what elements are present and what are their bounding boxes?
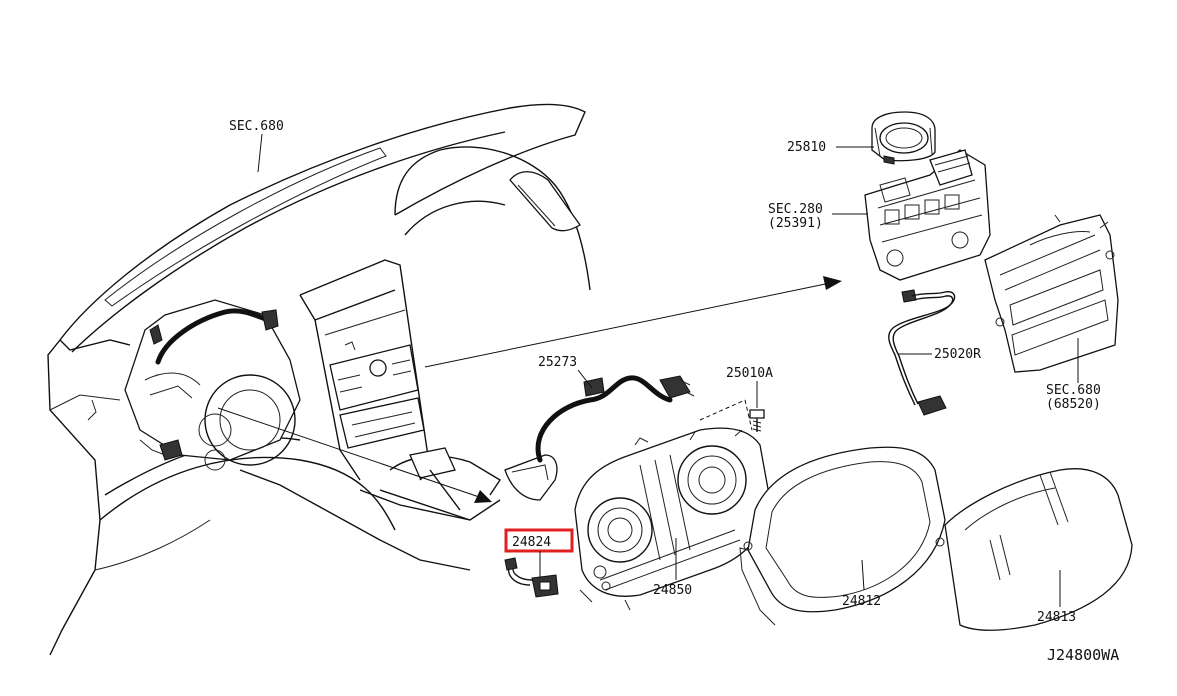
part-25020r-harness (888, 289, 956, 416)
part-24813-lens (944, 468, 1133, 631)
label-sec280: SEC.280 (768, 202, 823, 217)
part-24812-front-mask (739, 446, 946, 626)
drawing-code: J24800WA (1047, 646, 1119, 664)
label-25273: 25273 (538, 355, 577, 370)
part-25010a-screw (699, 399, 765, 432)
leader-25273 (577, 369, 593, 389)
label-25010a: 25010A (726, 366, 773, 381)
label-24850: 24850 (653, 583, 692, 598)
arrow-to-cluster (217, 407, 492, 503)
label-sec680-top: SEC.680 (229, 119, 284, 134)
label-24824: 24824 (512, 535, 551, 550)
label-25810: 25810 (787, 140, 826, 155)
arrow-to-console (424, 276, 842, 368)
cluster-installed (124, 299, 301, 471)
part-24850-meter-unit (574, 427, 771, 611)
leader-sec680-top (257, 133, 263, 173)
label-sec680-right: SEC.680 (1046, 383, 1101, 398)
label-24812: 24812 (842, 594, 881, 609)
label-sec280-sub: (25391) (768, 216, 823, 231)
leader-24812 (861, 559, 865, 591)
label-sec680-right-sub: (68520) (1046, 397, 1101, 412)
part-68520-finisher (984, 214, 1119, 373)
part-25391-control-unit (864, 149, 991, 281)
highlight-box-24824 (504, 528, 574, 553)
label-24813: 24813 (1037, 610, 1076, 625)
part-24824-harness (504, 557, 559, 598)
label-25020r: 25020R (934, 347, 981, 362)
center-console (299, 146, 591, 521)
part-25273-harness (504, 375, 695, 501)
part-25810-display (871, 111, 936, 165)
